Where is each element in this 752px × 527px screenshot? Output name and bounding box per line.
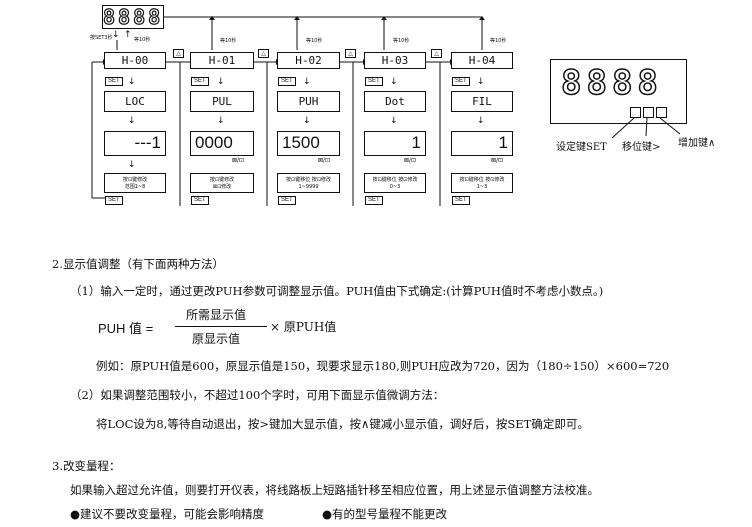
set-key: SET: [365, 196, 383, 205]
wait-note-top: 等10秒: [134, 37, 151, 43]
section2-method2: （2）如果调整范围较小，不超过100个字时，可用下面显示值微调方法：: [70, 388, 445, 402]
desc-pul: 按⊡键修改 ⊠⊡修改: [190, 173, 254, 193]
down-arrow-icon: ↓: [477, 116, 485, 126]
set-key: SET: [191, 77, 209, 86]
tri-icon: △: [431, 49, 442, 58]
set-key: SET: [105, 196, 123, 205]
down-arrow-icon: ↓: [128, 77, 136, 87]
shift-keys: ⊠/⊡: [491, 157, 504, 164]
value-loc: ---1: [104, 131, 166, 156]
header-h01: H-01: [190, 52, 254, 69]
press-note: 按SET3秒: [90, 35, 113, 41]
desc-dot: 按⊡键移位 按⊡修改 0~3: [364, 173, 426, 193]
shift-keys: ⊠/⊡: [318, 157, 331, 164]
section3-text: 如果输入超过允许值，则要打开仪表，将线路板上短路插针移至相应位置，用上述显示值调…: [70, 483, 599, 497]
down-arrow-icon: ↓: [217, 116, 225, 126]
desc-fil: 按⊡键移位 按⊡修改 1~3: [451, 173, 513, 193]
formula-lhs: PUH 值 =: [98, 321, 154, 336]
formula: PUH 值 = 所需显示值 原显示值 × 原PUH值: [98, 306, 398, 350]
shift-keys: ⊠/⊡: [404, 157, 417, 164]
set-key: SET: [365, 77, 383, 86]
param-loc: LOC: [104, 91, 166, 112]
section2-method2-detail: 将LOC设为8,等待自动退出，按>键加大显示值，按∧键减小显示值，调好后，按SE…: [96, 417, 589, 431]
section2-example: 例如：原PUH值是600，原显示值是150，现要求显示180,则PUH应改为72…: [96, 359, 670, 373]
set-key-label: 设定键SET: [556, 142, 607, 153]
value-fil: 1: [451, 131, 513, 156]
down-arrow-icon: ↓: [217, 77, 225, 87]
down-arrow-icon: ↓: [390, 77, 398, 87]
down-arrow-icon: ↓: [477, 77, 485, 87]
down-arrow-icon: ↓: [128, 160, 136, 170]
value-pul: 0000: [190, 131, 254, 156]
param-dot: Dot: [364, 91, 426, 112]
bullet-1: ●建议不要改变量程，可能会影响精度: [70, 507, 265, 521]
shift-keys: ⊠/⊡: [232, 157, 245, 164]
up-key-button: [656, 107, 667, 118]
tri-icon: △: [258, 49, 269, 58]
set-key: SET: [452, 77, 470, 86]
down-arrow-icon: ↓: [112, 30, 120, 40]
header-h03: H-03: [364, 52, 426, 69]
set-key: SET: [278, 77, 296, 86]
formula-rhs: × 原PUH值: [270, 320, 337, 334]
key-callout-lines: [611, 117, 681, 139]
tri-icon: △: [173, 49, 184, 58]
tri-icon: △: [345, 49, 356, 58]
header-h02: H-02: [277, 52, 340, 69]
bullet-2: ●有的型号量程不能更改: [322, 507, 448, 521]
set-key-button: [630, 107, 641, 118]
meter-display: 8888: [560, 63, 663, 103]
section2-method1: （1）输入一定时，通过更改PUH参数可调整显示值。PUH值由下式确定:(计算PU…: [70, 284, 604, 298]
shift-key-button: [643, 107, 654, 118]
value-dot: 1: [364, 131, 426, 156]
param-pul: PUL: [190, 91, 254, 112]
set-key: SET: [191, 196, 209, 205]
top-display: 8888: [102, 5, 164, 29]
meter-face: 8888: [550, 59, 687, 124]
param-fil: FIL: [451, 91, 513, 112]
wait-note-3: 等10秒: [393, 38, 410, 44]
top-display-digits: 8888: [102, 5, 164, 29]
formula-denominator: 原显示值: [192, 332, 241, 346]
section2-title: 2.显示值调整（有下面两种方法）: [52, 257, 224, 271]
param-puh: PUH: [277, 91, 340, 112]
section3-title: 3.改变量程：: [52, 459, 121, 473]
set-key: SET: [452, 196, 470, 205]
down-arrow-icon: ↓: [128, 116, 136, 126]
desc-puh: 按⊡键移位 按⊡修改 1~9999: [277, 173, 340, 193]
header-h00: H-00: [104, 52, 166, 69]
wait-note-4: 等10秒: [490, 38, 507, 44]
fraction-bar: [175, 326, 267, 327]
desc-loc: 按⊡键修改 范围1~8: [104, 173, 166, 193]
down-arrow-icon: ↓: [303, 116, 311, 126]
flow-lines: [91, 16, 485, 206]
formula-numerator: 所需显示值: [186, 308, 247, 322]
wait-note-2: 等10秒: [306, 38, 323, 44]
set-key: SET: [105, 77, 123, 86]
down-arrow-icon: ↓: [303, 77, 311, 87]
set-key: SET: [278, 196, 296, 205]
wait-note-1: 等10秒: [220, 38, 237, 44]
up-key-label: 增加键∧: [678, 138, 716, 149]
up-arrow-icon: ↑: [124, 30, 132, 40]
header-h04: H-04: [451, 52, 513, 69]
down-arrow-icon: ↓: [390, 116, 398, 126]
value-puh: 1500: [277, 131, 340, 156]
shift-key-label: 移位键>: [622, 142, 661, 153]
